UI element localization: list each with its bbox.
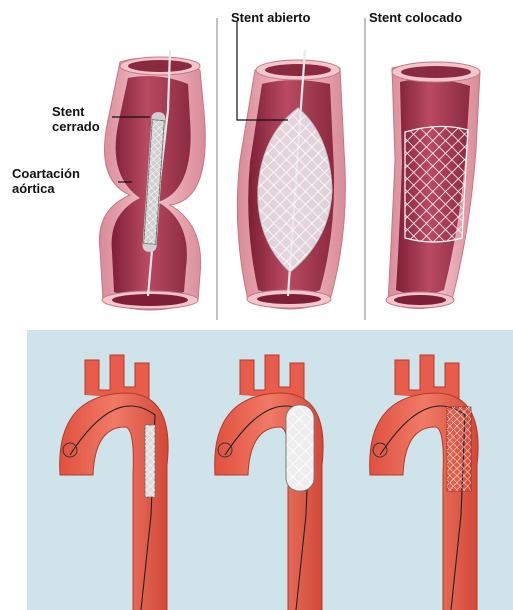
label-stent-abierto: Stent abierto [231,10,310,25]
vessel-placed-stent [386,62,480,309]
label-stent-cerrado: Stent cerrado [52,104,100,134]
label-stent-colocado: Stent colocado [369,10,462,25]
label-coartacion-line2: aórtica [12,181,80,196]
label-stent-cerrado-line2: cerrado [52,119,100,134]
vessel-closed-stent [99,50,205,310]
label-coartacion-line1: Coartación [12,166,80,181]
label-coartacion-aortica: Coartación aórtica [12,166,80,196]
label-stent-cerrado-line1: Stent [52,104,100,119]
vessel-open-stent [237,50,345,309]
